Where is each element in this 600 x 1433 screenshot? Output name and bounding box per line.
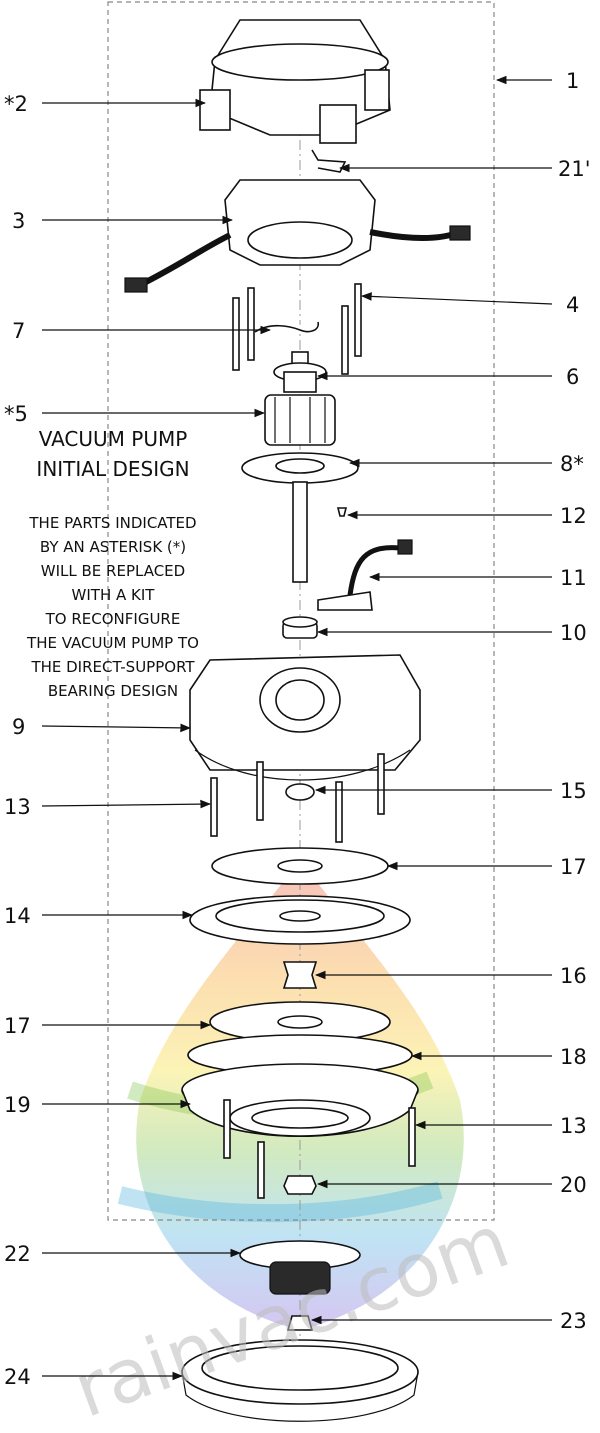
callout-15: 15 — [314, 779, 587, 803]
callout-12: 12 — [346, 504, 587, 528]
note-body-line-6: THE VACUUM PUMP TO — [26, 634, 199, 652]
callout-10: 10 — [316, 621, 587, 645]
note-body-line-1: THE PARTS INDICATED — [28, 514, 196, 532]
part-base-housing — [181, 1063, 419, 1138]
callout-19: 19 — [4, 1093, 192, 1117]
callout-label: *2 — [4, 92, 28, 116]
callout-label: 9 — [12, 715, 25, 739]
part-screws-4 — [232, 283, 362, 375]
callout-label: 3 — [12, 209, 25, 233]
callout-label: 1 — [566, 69, 579, 93]
part-nut — [283, 1175, 317, 1195]
callout-18: 18 — [410, 1045, 587, 1069]
design-note: VACUUM PUMP INITIAL DESIGN THE PARTS IND… — [26, 427, 199, 700]
callout-5: *5 — [4, 402, 266, 426]
callout-label: 24 — [4, 1365, 31, 1389]
part-top-housing — [199, 19, 391, 144]
callout-1: 1 — [495, 69, 579, 93]
part-washer — [285, 783, 315, 801]
part-shaft-bearing — [273, 351, 327, 393]
part-impeller-lower — [209, 1001, 391, 1043]
part-motor-frame-wiring — [124, 179, 471, 293]
part-bearing-housing — [239, 1240, 361, 1295]
callout-label: 11 — [560, 566, 587, 590]
part-cap — [286, 1315, 314, 1331]
part-bearing-ring — [282, 616, 318, 639]
part-fan-housing — [189, 654, 421, 781]
callout-11: 11 — [368, 566, 587, 590]
note-title-line-1: VACUUM PUMP — [39, 427, 188, 451]
callout-4: 4 — [360, 292, 579, 317]
assembly-boundary-box — [107, 1, 495, 1221]
callout-17-lower: 17 — [4, 1014, 212, 1038]
callout-label: 22 — [4, 1242, 31, 1266]
part-armature — [264, 394, 336, 446]
callout-label: 10 — [560, 621, 587, 645]
callout-label: 17 — [560, 855, 587, 879]
callout-label: 12 — [560, 504, 587, 528]
part-base-screws — [223, 1099, 416, 1199]
part-impeller-upper — [211, 847, 389, 885]
callout-label: 19 — [4, 1093, 31, 1117]
part-clip — [311, 149, 347, 173]
part-small-screw — [336, 507, 348, 517]
callout-label: 20 — [560, 1173, 587, 1197]
callout-20: 20 — [316, 1173, 587, 1197]
callout-13-upper: 13 — [4, 795, 212, 819]
callout-13-lower: 13 — [414, 1114, 587, 1138]
callout-21: 21' — [338, 157, 591, 181]
callout-3: 3 — [12, 209, 234, 233]
callout-label: *5 — [4, 402, 28, 426]
note-body-line-2: BY AN ASTERISK (*) — [40, 538, 186, 556]
callout-label: 17 — [4, 1014, 31, 1038]
part-housing-screws — [210, 753, 385, 843]
callout-17-upper: 17 — [386, 855, 587, 879]
part-bottom-ring — [181, 1339, 419, 1422]
part-bearing-bracket — [241, 452, 359, 484]
callout-22: 22 — [4, 1242, 242, 1266]
callout-label: 18 — [560, 1045, 587, 1069]
callout-label: 8* — [560, 452, 584, 476]
note-body-line-8: BEARING DESIGN — [48, 682, 178, 700]
callout-2: *2 — [4, 92, 207, 116]
callout-label: 23 — [560, 1309, 587, 1333]
note-body-line-4: WITH A KIT — [72, 586, 156, 604]
note-body-line-3: WILL BE REPLACED — [41, 562, 185, 580]
callout-9: 9 — [12, 715, 192, 739]
callout-8: 8* — [348, 452, 584, 476]
callout-label: 7 — [12, 319, 25, 343]
callout-label: 6 — [566, 365, 579, 389]
callout-24: 24 — [4, 1365, 184, 1389]
callout-label: 14 — [4, 904, 31, 928]
part-diffuser-plate — [189, 895, 411, 945]
callout-16: 16 — [314, 964, 587, 988]
callout-label: 4 — [566, 293, 579, 317]
callout-6: 6 — [316, 365, 579, 389]
callout-label: 15 — [560, 779, 587, 803]
part-spacer — [282, 961, 318, 989]
callout-7: 7 — [12, 319, 272, 343]
note-body-line-7: THE DIRECT-SUPPORT — [30, 658, 195, 676]
callout-23: 23 — [310, 1309, 587, 1333]
callout-label: 21' — [558, 157, 591, 181]
callout-label: 13 — [560, 1114, 587, 1138]
callout-label: 16 — [560, 964, 587, 988]
callout-14: 14 — [4, 904, 194, 928]
note-title-line-2: INITIAL DESIGN — [36, 457, 189, 481]
callout-label: 13 — [4, 795, 31, 819]
part-thermal-bracket — [317, 539, 413, 611]
part-shaft — [292, 481, 308, 583]
note-body-line-5: TO RECONFIGURE — [45, 610, 181, 628]
